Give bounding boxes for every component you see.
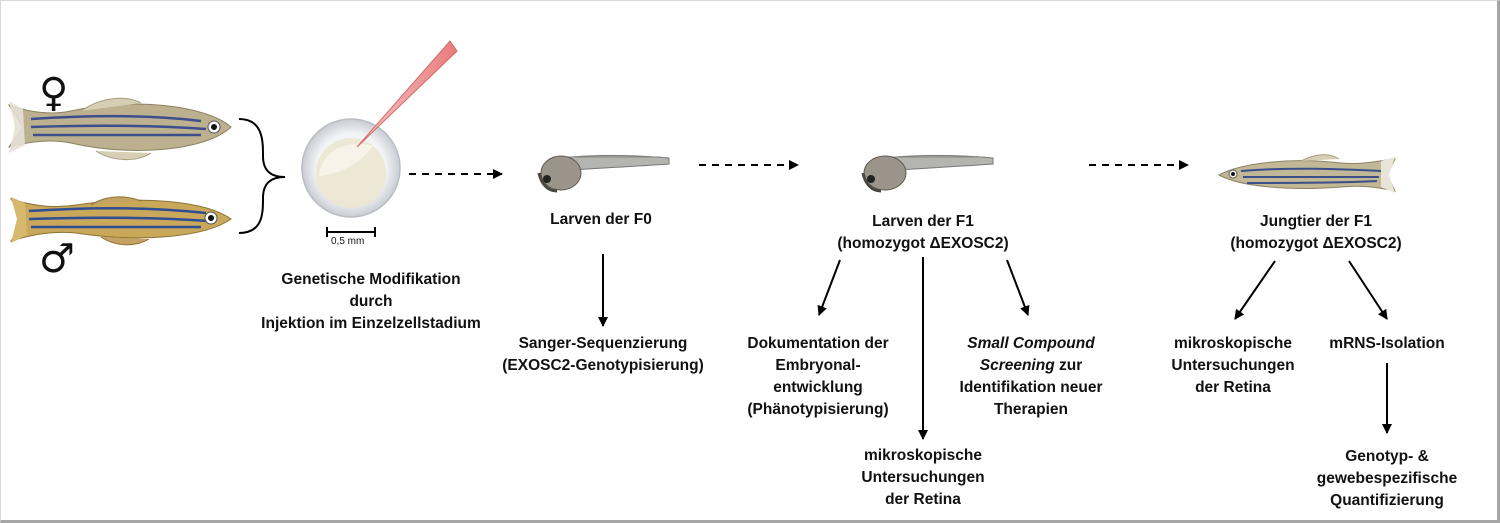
- label-line: gewebespezifische: [1316, 470, 1458, 487]
- label-juvenile-retina-microscopy: mikroskopische Untersuchungen der Retina: [1133, 333, 1333, 399]
- label-line: Jungtier der F1: [1260, 213, 1372, 230]
- label-line: (Phänotypisierung): [747, 401, 889, 418]
- label-larva-retina-microscopy: mikroskopische Untersuchungen der Retina: [823, 445, 1023, 511]
- label-line: mikroskopische: [863, 447, 983, 464]
- label-line: Quantifizierung: [1330, 492, 1444, 509]
- label-line: (homozygot ΔEXOSC2): [837, 235, 1009, 252]
- arrow-f1-to-screening: [1006, 259, 1030, 316]
- label-line: Untersuchungen: [861, 469, 985, 486]
- label-line: Larven der F1: [872, 213, 974, 230]
- label-line: mikroskopische: [1173, 335, 1293, 352]
- label-line: Embryonal-: [775, 357, 861, 374]
- f1-larva-image: [861, 154, 994, 193]
- label-genetic-modification: Genetische Modifikation durch Injektion …: [221, 269, 521, 335]
- label-line: Small Compound: [967, 335, 1095, 352]
- label-italic-part: Screening: [979, 357, 1055, 374]
- injection-pipette: [356, 40, 458, 148]
- label-line: entwicklung: [773, 379, 863, 396]
- label-line: Therapien: [993, 401, 1069, 418]
- label-line: Larven der F0: [550, 211, 652, 228]
- label-line: Dokumentation der: [747, 335, 889, 352]
- arrow-f1-to-embryo-doc: [817, 259, 841, 316]
- egg-image: [301, 118, 401, 218]
- scale-bar-label: 0,5 mm: [331, 236, 365, 247]
- label-screening: Small Compound Screening zur Identifikat…: [941, 333, 1121, 421]
- label-line: durch: [349, 293, 393, 310]
- arrow-juvenile-to-microscopy: [1234, 260, 1276, 320]
- label-line: Genetische Modifikation: [281, 271, 461, 288]
- label-line: (EXOSC2-Genotypisierung): [502, 357, 704, 374]
- female-fish-image: [7, 97, 232, 160]
- scale-bar: [326, 227, 376, 237]
- label-sanger-sequencing: Sanger-Sequenzierung (EXOSC2-Genotypisie…: [473, 333, 733, 377]
- label-f1-juvenile: Jungtier der F1 (homozygot ΔEXOSC2): [1186, 211, 1446, 255]
- label-line: Untersuchungen: [1171, 357, 1295, 374]
- label-line: Identifikation neuer: [959, 379, 1103, 396]
- male-fish-image: [9, 196, 232, 246]
- label-embryo-documentation: Dokumentation der Embryonal- entwicklung…: [723, 333, 913, 421]
- label-line: Screening zur: [941, 355, 1121, 377]
- brace: [238, 118, 286, 234]
- male-symbol: ♂: [39, 236, 75, 282]
- label-line: (homozygot ΔEXOSC2): [1230, 235, 1402, 252]
- label-normal-part: zur: [1054, 357, 1083, 374]
- label-line: Injektion im Einzelzellstadium: [261, 315, 481, 332]
- juvenile-fish-image: [1217, 154, 1396, 193]
- female-symbol: ♀: [39, 70, 69, 116]
- label-f0-larvae: Larven der F0: [501, 209, 701, 231]
- label-line: Sanger-Sequenzierung: [518, 335, 688, 352]
- label-f1-larvae: Larven der F1 (homozygot ΔEXOSC2): [793, 211, 1053, 255]
- label-line: der Retina: [1195, 379, 1271, 396]
- label-mrna-isolation: mRNS-Isolation: [1307, 333, 1467, 355]
- arrow-juvenile-to-mrna: [1348, 260, 1388, 320]
- f0-larva-image: [537, 154, 670, 193]
- label-quantification: Genotyp- & gewebespezifische Quantifizie…: [1297, 446, 1477, 512]
- label-line: Genotyp- &: [1345, 448, 1429, 465]
- label-line: der Retina: [885, 491, 961, 508]
- label-line: mRNS-Isolation: [1329, 335, 1445, 352]
